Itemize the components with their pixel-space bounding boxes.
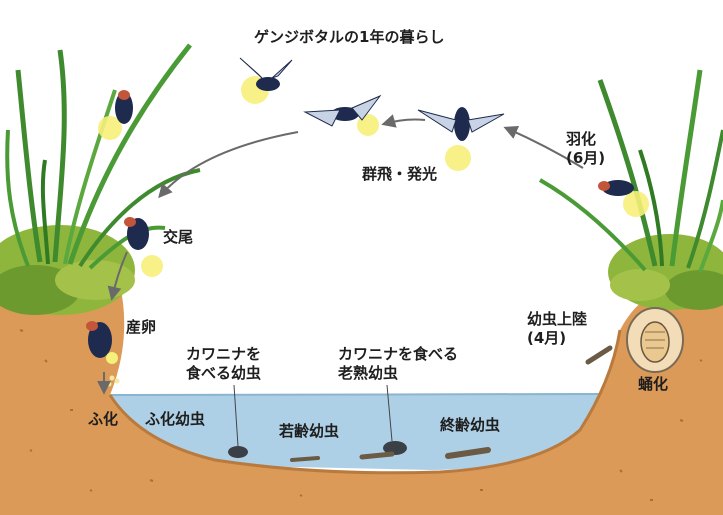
firefly-icon <box>598 180 649 217</box>
firefly-icon <box>417 107 505 171</box>
diagram-title: ゲンジボタルの1年の暮らし <box>254 28 445 46</box>
cycle-arrow <box>503 126 584 169</box>
pupa-icon <box>626 307 684 373</box>
grass-clump-icon <box>0 43 201 315</box>
firefly-icon <box>98 90 133 140</box>
label-final-larva: 終齢幼虫 <box>440 416 501 434</box>
firefly-icon <box>239 57 293 104</box>
riverbank-soil <box>0 274 723 515</box>
label-egg-laying: 産卵 <box>126 318 157 336</box>
pointer-line <box>233 384 239 447</box>
label-swarming: 群飛・発光 <box>362 165 438 183</box>
firefly-icon <box>303 94 382 136</box>
label-hatching: ふ化 <box>88 410 119 428</box>
pointer-line <box>386 384 393 442</box>
firefly-icon <box>86 321 118 364</box>
cycle-arrow <box>107 251 128 301</box>
label-hatched-larva: ふ化幼虫 <box>145 410 206 428</box>
water-surface <box>97 393 604 396</box>
soil-stipple <box>19 329 703 501</box>
label-larva-landing: 幼虫上陸 (4月) <box>527 310 588 347</box>
snail-icon <box>228 441 407 458</box>
label-young-larva: 若齢幼虫 <box>279 422 340 440</box>
larva-icon <box>290 345 613 462</box>
label-emergence: 羽化 (6月) <box>566 130 606 167</box>
label-mature-larva: カワニナを食べる 老熟幼虫 <box>338 345 459 382</box>
label-eating-snails: カワニナを 食べる幼虫 <box>186 345 262 382</box>
cycle-arrow <box>158 131 299 199</box>
label-pupation: 蛹化 <box>638 375 669 393</box>
grass-clump-icon <box>539 69 723 310</box>
riverbank-rim <box>108 329 622 475</box>
cycle-arrow <box>381 114 426 128</box>
firefly-icon <box>124 217 163 277</box>
label-mating: 交尾 <box>163 228 194 246</box>
